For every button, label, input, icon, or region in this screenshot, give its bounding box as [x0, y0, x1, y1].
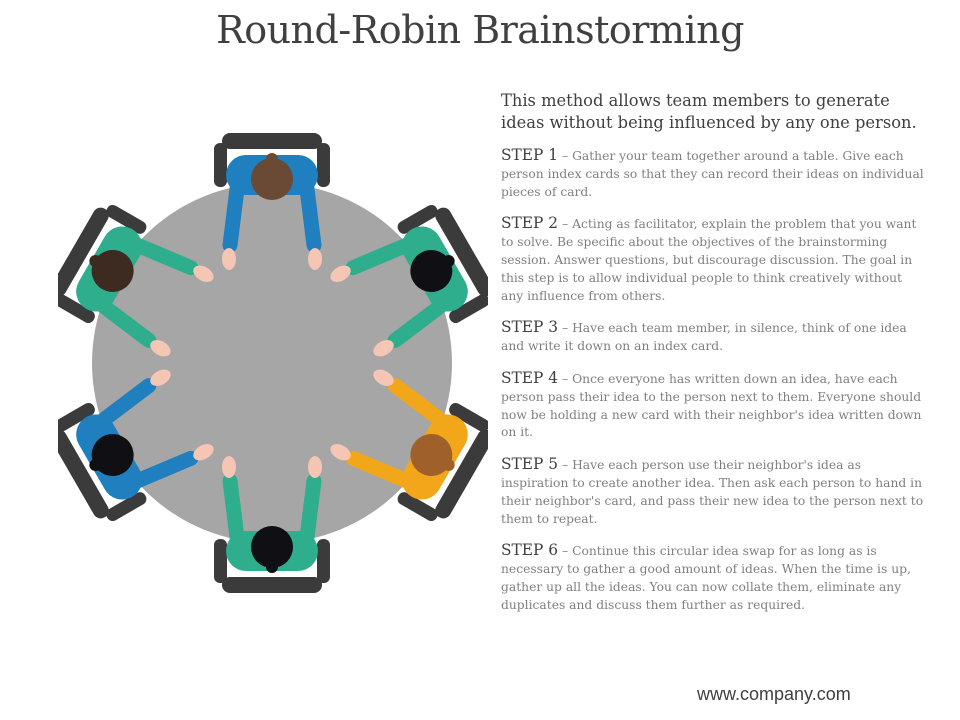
step-4-text: Once everyone has written down an idea, … — [501, 371, 922, 440]
step-separator: – — [558, 217, 573, 232]
hand-left — [308, 456, 322, 478]
step-1-label: STEP 1 — [501, 146, 559, 164]
person — [330, 369, 468, 500]
hair-bun — [442, 255, 455, 267]
step-separator: – — [558, 149, 573, 163]
step-6-label: STEP 6 — [501, 541, 559, 560]
hand-left — [193, 444, 214, 461]
intro-text: This method allows team members to gener… — [501, 91, 917, 132]
chair-arm-right — [317, 143, 330, 187]
round-table-illustration — [58, 133, 488, 593]
hand-right — [330, 444, 351, 461]
head — [410, 434, 453, 476]
chair — [397, 204, 488, 324]
people — [76, 153, 468, 573]
chair-arm-left — [106, 492, 147, 522]
chair-arm-right — [58, 402, 95, 432]
hand-right — [308, 248, 322, 270]
step-5: STEP 5 – Have each person use their neig… — [501, 455, 926, 528]
step-6: STEP 6 – Continue this circular idea swa… — [501, 541, 926, 614]
chair-arm-left — [214, 143, 227, 187]
hand-left — [330, 265, 351, 282]
chair-back — [58, 429, 109, 519]
person — [222, 456, 322, 573]
chair — [58, 204, 147, 324]
step-3-text: Have each team member, in silence, think… — [501, 321, 907, 354]
head — [251, 158, 293, 200]
step-5-label: STEP 5 — [501, 455, 559, 474]
step-2-label: STEP 2 — [501, 214, 559, 233]
hand-right — [222, 456, 236, 478]
chair — [214, 539, 330, 593]
hair-bun — [89, 459, 102, 471]
footer-url: www.company.com — [697, 684, 851, 704]
head — [91, 250, 134, 292]
step-4-label: STEP 4 — [501, 368, 559, 387]
chair-back — [222, 577, 322, 593]
step-2: STEP 2 – Acting as facilitator, explain … — [501, 214, 926, 305]
hand-right — [150, 369, 171, 386]
hair-bun — [89, 255, 102, 267]
chair-arm-right — [397, 492, 438, 522]
chair-back — [58, 207, 109, 297]
hand-left — [150, 340, 171, 357]
hair-bun — [266, 561, 278, 573]
chair-back — [435, 207, 488, 297]
chair-arm-left — [317, 539, 330, 583]
step-separator: – — [558, 321, 573, 336]
step-1-text: Gather your team together around a table… — [501, 149, 924, 199]
chair-arm-left — [449, 402, 488, 432]
hand-right — [193, 265, 214, 282]
chair-arm-right — [449, 294, 488, 324]
chair-arm-right — [106, 204, 147, 234]
step-3-label: STEP 3 — [501, 318, 559, 337]
chair-back — [222, 133, 322, 149]
person — [330, 226, 468, 357]
chair-arm-left — [397, 204, 438, 234]
chair — [214, 133, 330, 187]
hand-right — [373, 340, 394, 357]
chair-back — [435, 429, 488, 519]
step-5-text: Have each person use their neighbor's id… — [501, 458, 924, 526]
hair-bun — [266, 153, 278, 165]
content-column: This method allows team members to gener… — [501, 90, 926, 629]
chair-arm-right — [214, 539, 227, 583]
person — [222, 153, 322, 270]
step-1: STEP 1 – Gather your team together aroun… — [501, 146, 926, 201]
head — [410, 250, 453, 292]
head — [91, 434, 134, 476]
hair-bun — [442, 459, 455, 471]
chair-arm-left — [58, 294, 95, 324]
head — [251, 526, 293, 568]
round-table — [92, 183, 452, 543]
step-2-text: Acting as facilitator, explain the probl… — [501, 217, 917, 303]
step-separator: – — [558, 458, 573, 473]
step-6-text: Continue this circular idea swap for as … — [501, 544, 911, 612]
step-4: STEP 4 – Once everyone has written down … — [501, 368, 926, 442]
person — [76, 226, 214, 357]
chair — [58, 402, 147, 522]
slide-title: Round-Robin Brainstorming — [216, 8, 744, 52]
chair — [397, 402, 488, 522]
step-separator: – — [558, 544, 573, 559]
chairs — [58, 133, 488, 593]
hand-left — [373, 369, 394, 386]
step-3: STEP 3 – Have each team member, in silen… — [501, 318, 926, 356]
hand-left — [222, 248, 236, 270]
step-separator: – — [558, 371, 573, 386]
person — [76, 369, 214, 500]
